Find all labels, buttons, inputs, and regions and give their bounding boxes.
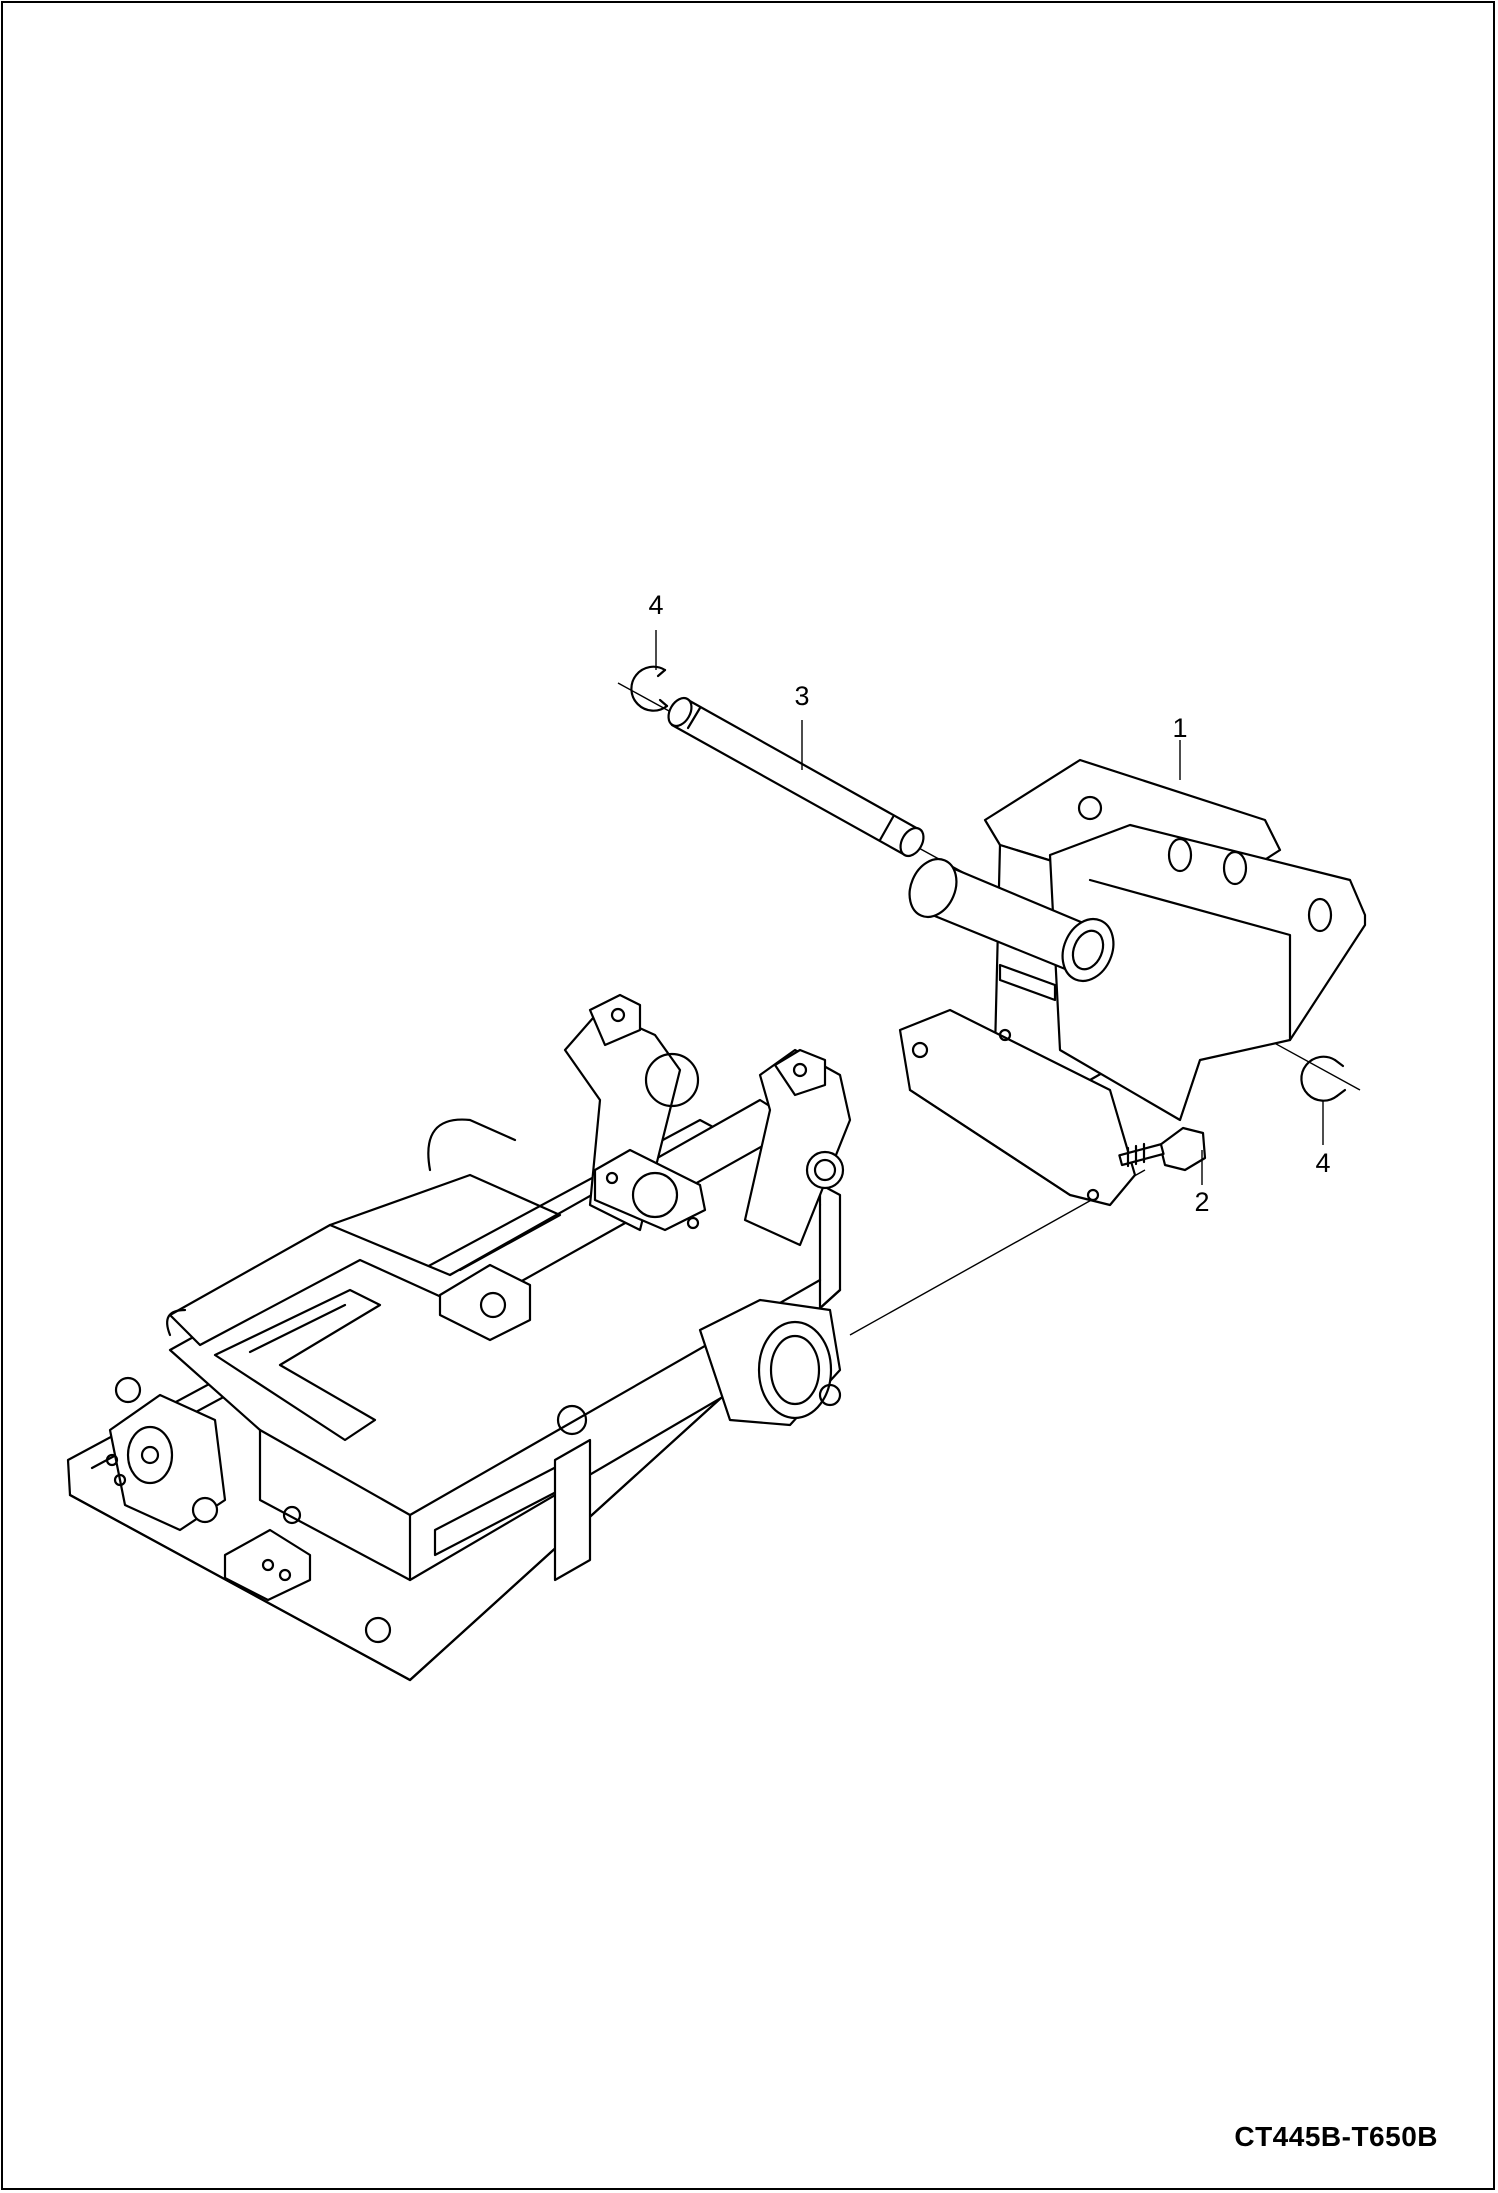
part-pin [667,696,925,858]
callout-2: 2 [1194,1187,1209,1217]
part-snap-ring-top [630,665,669,712]
lift-housing [66,993,852,1682]
drawing-code-label: CT445B-T650B [1234,2121,1438,2152]
part-bolt [1118,1126,1207,1172]
leader-lines [655,630,1324,1185]
part-snap-ring-right [1300,1055,1347,1102]
bracket-sleeve [908,857,1115,983]
callout-3: 3 [794,681,809,711]
callout-4-right: 4 [1315,1148,1330,1178]
part-bracket [898,758,1367,1207]
callout-1: 1 [1172,713,1187,743]
callout-4-top: 4 [648,590,663,620]
